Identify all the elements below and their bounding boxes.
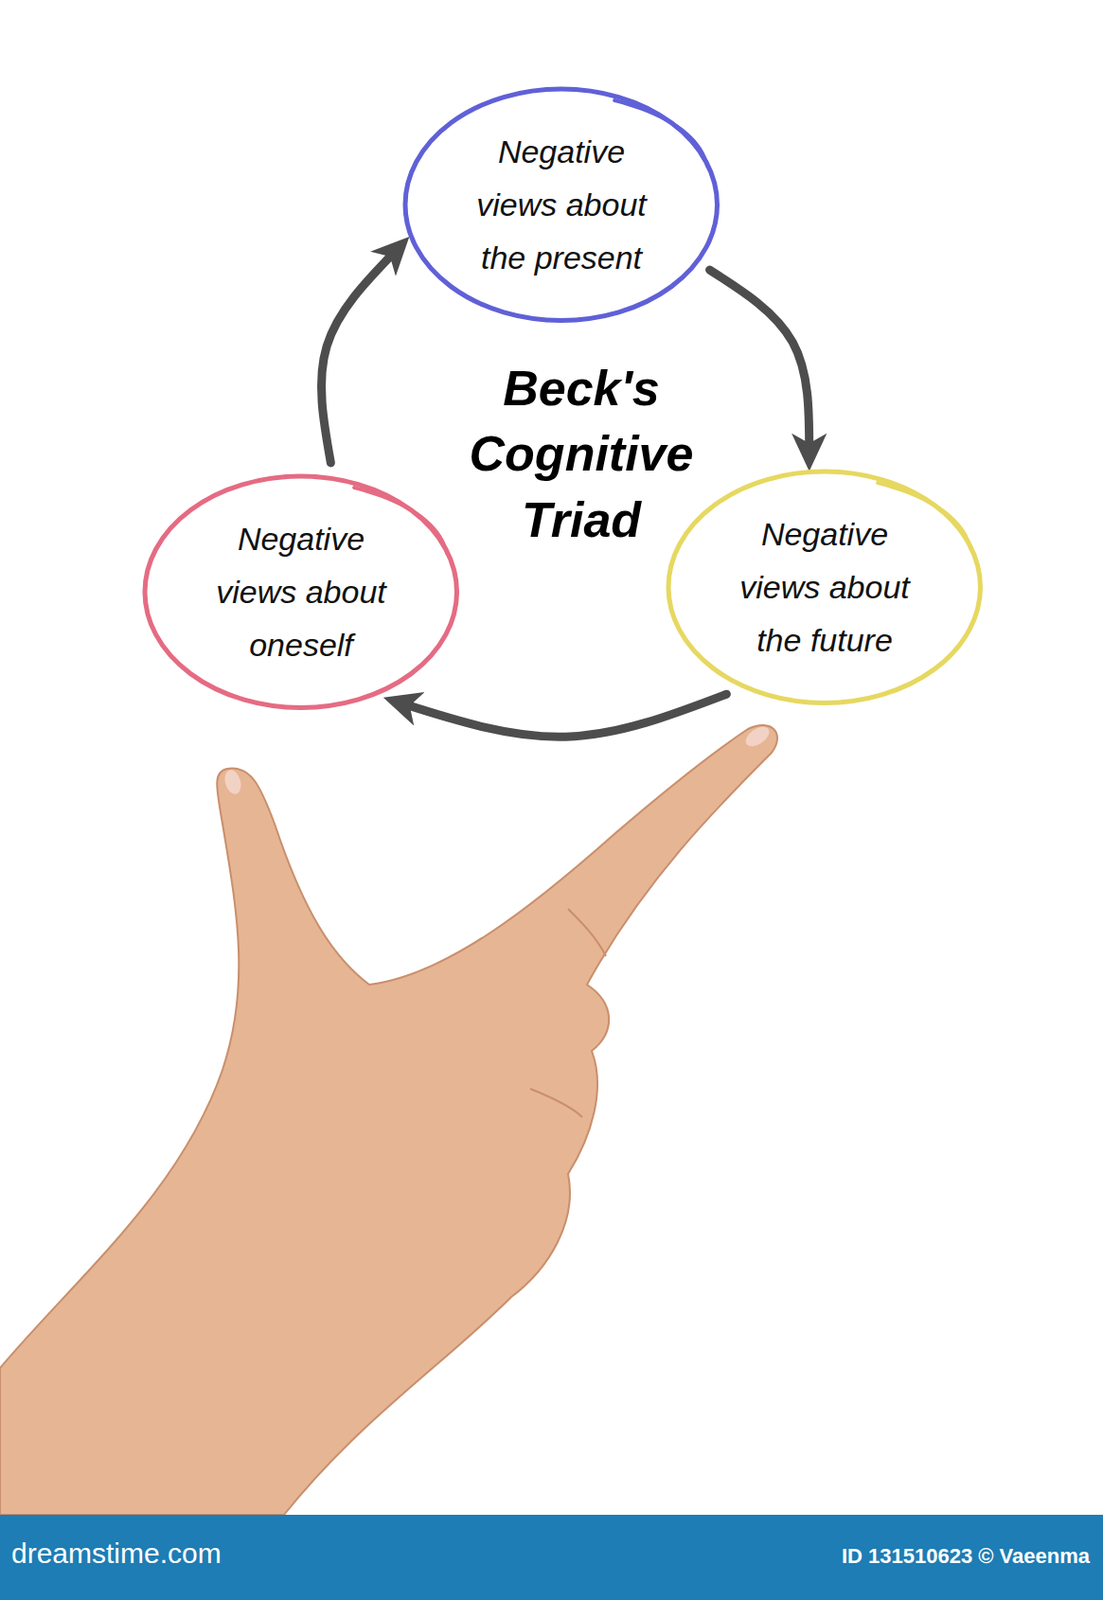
node-text: Negative views about the present: [455, 124, 669, 285]
pointing-hand: [0, 725, 778, 1515]
diagram-title: Beck's Cognitive Triad: [439, 355, 724, 552]
curved-arrow: [320, 250, 395, 463]
ellipse-stroke-tail: [877, 482, 971, 550]
ellipse-stroke-tail: [614, 100, 708, 167]
node-text: Negative views about oneself: [195, 512, 409, 672]
curved-arrow: [402, 693, 727, 737]
node-text-group: Negative views about the present: [401, 85, 722, 324]
thought-ellipse: Negative views about the future: [664, 467, 985, 707]
ellipse-stroke: [668, 471, 981, 703]
fingernail: [742, 722, 773, 750]
ellipse-stroke-tail: [354, 487, 447, 554]
watermark-text: dreamstime.com: [11, 1537, 222, 1570]
curved-arrow: [710, 269, 810, 451]
thought-ellipse: Negative views about the present: [401, 85, 722, 324]
knuckle-crease: [530, 1088, 583, 1118]
fingernail: [222, 767, 244, 796]
ellipse-stroke: [144, 476, 458, 708]
node-text: Negative views about the future: [718, 507, 932, 667]
ellipse-stroke: [405, 88, 718, 321]
thought-ellipse: Negative views about oneself: [141, 472, 462, 712]
watermark-text: ID 131510623 © Vaeenma: [841, 1544, 1090, 1569]
node-text-group: Negative views about oneself: [141, 472, 462, 712]
knuckle-crease: [568, 908, 606, 957]
node-text-group: Negative views about the future: [664, 467, 985, 707]
